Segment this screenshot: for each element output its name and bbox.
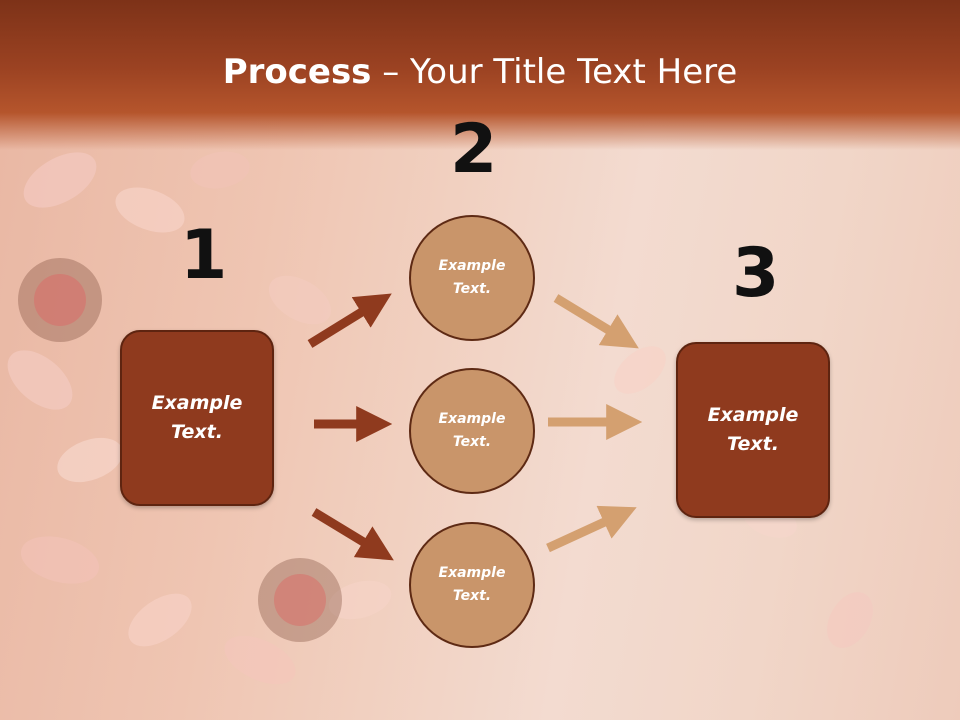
arrow-1-to-bottom [311, 508, 394, 561]
circle-bottom-line2: Text. [452, 588, 492, 604]
step-number-3: 3 [732, 234, 780, 313]
step-3-line1: Example [707, 404, 799, 426]
step-number-2: 2 [450, 110, 498, 189]
step-1-line1: Example [151, 392, 243, 414]
title-bold: Process [222, 52, 372, 92]
step-number-1: 1 [180, 216, 228, 295]
header-band [0, 0, 960, 150]
step-3-line2: Text. [727, 433, 779, 455]
arrow-top-to-3 [553, 294, 639, 349]
step-1-line2: Text. [171, 421, 223, 443]
circle-middle-line2: Text. [452, 434, 492, 450]
slide-title: Process – Your Title Text Here [0, 52, 960, 92]
title-rest: – Your Title Text Here [371, 52, 738, 92]
circle-middle-line1: Example [438, 411, 506, 427]
arrow-bottom-to-3 [546, 505, 637, 553]
circle-bottom-line1: Example [438, 565, 506, 581]
arrow-1-to-top [307, 293, 392, 348]
circle-top-line2: Text. [452, 281, 492, 297]
circle-top-line1: Example [438, 258, 506, 274]
